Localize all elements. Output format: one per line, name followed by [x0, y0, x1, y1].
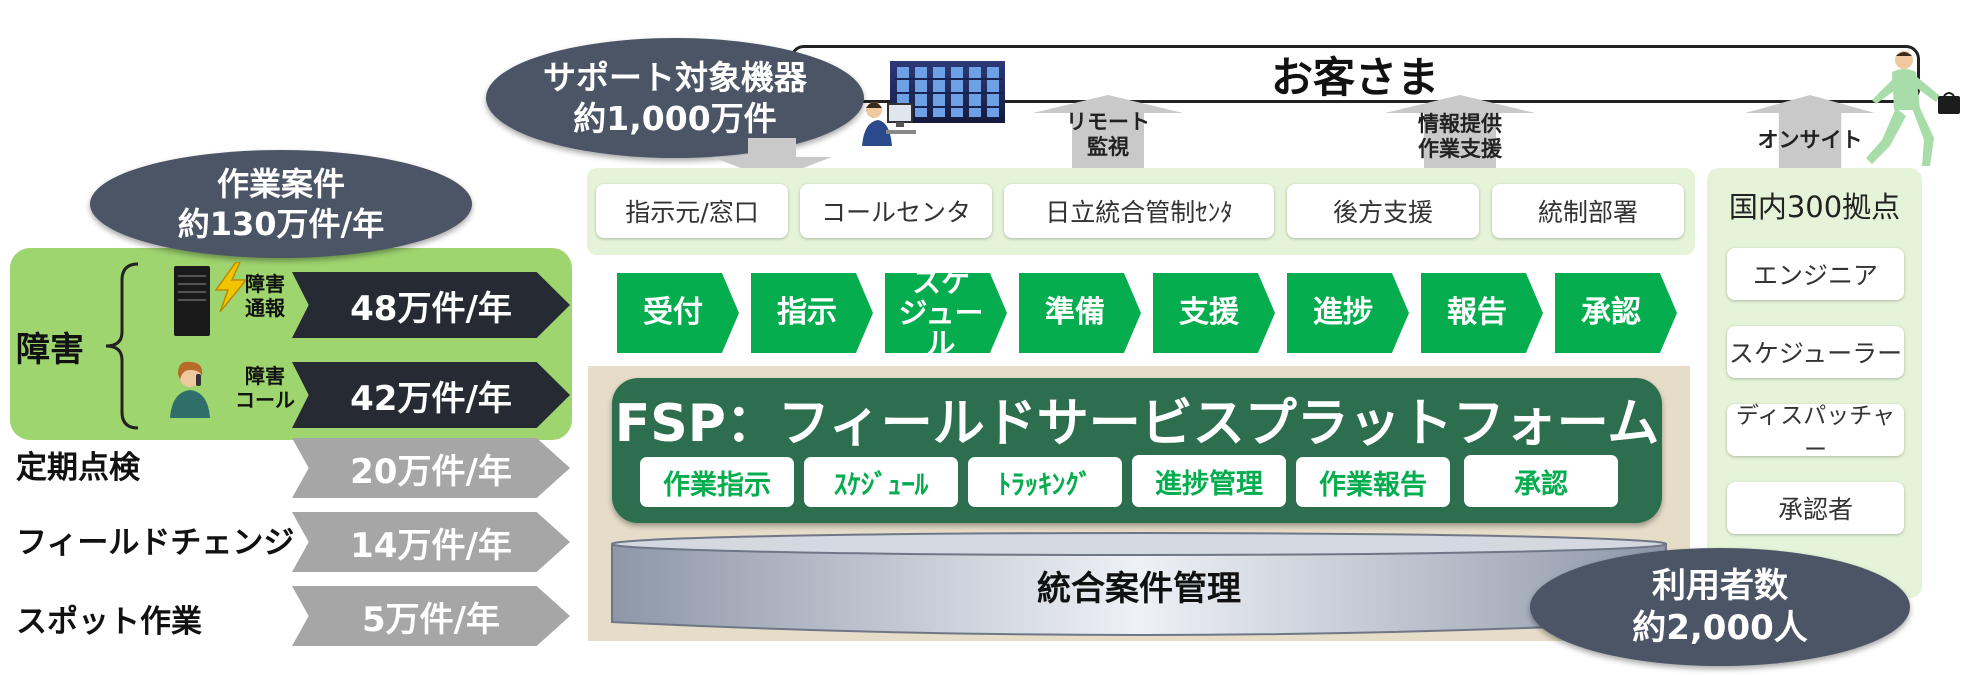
report-label: 障害 通報 [232, 272, 298, 320]
role-dispatcher: ディスパッチャー [1727, 404, 1904, 456]
users-title: 利用者数 [1652, 565, 1788, 608]
module-work-report: 作業報告 [1296, 457, 1450, 507]
row-label-field-change: フィールドチェンジ [16, 517, 294, 562]
step-preparation: 準備 [1019, 273, 1141, 353]
users-ellipse: 利用者数 約2,000人 [1530, 548, 1910, 666]
fsp-title: FSP：フィールドサービスプラットフォーム [612, 386, 1662, 450]
supported-devices-count: 約1,000万件 [573, 98, 776, 139]
step-report: 報告 [1421, 273, 1543, 353]
role-engineer: エンジニア [1727, 248, 1904, 300]
operator-icon [860, 98, 920, 148]
role-scheduler: スケジューラー [1727, 326, 1904, 378]
org-box-call-center: コールセンタ [800, 184, 992, 238]
count-field-change: 14万件/年 [292, 512, 570, 572]
count-failure-call: 42万件/年 [292, 362, 570, 428]
failure-brace [100, 262, 146, 430]
server-icon [170, 264, 214, 338]
count-failure-report: 48万件/年 [292, 272, 570, 338]
step-instruction: 指示 [751, 273, 873, 353]
customer-label: お客さま [1271, 44, 1439, 105]
onsite-label: オンサイト [1745, 128, 1875, 153]
step-reception: 受付 [617, 273, 739, 353]
caller-icon [166, 360, 214, 418]
step-schedule: スケ ジュール [885, 273, 1007, 353]
sites-title: 国内300拠点 [1707, 180, 1922, 230]
step-support: 支援 [1153, 273, 1275, 353]
role-approver: 承認者 [1727, 482, 1904, 534]
step-progress: 進捗 [1287, 273, 1409, 353]
row-label-inspection: 定期点検 [16, 442, 140, 487]
users-count: 約2,000人 [1632, 607, 1808, 650]
engineer-running-icon [1858, 48, 1963, 173]
module-approval: 承認 [1464, 455, 1618, 507]
module-work-instruction: 作業指示 [640, 457, 794, 507]
integrated-label: 統合案件管理 [606, 560, 1672, 610]
work-cases-title: 作業案件 [217, 164, 345, 204]
supported-devices-ellipse: サポート対象機器 約1,000万件 [486, 38, 864, 158]
module-schedule: ｽｹｼﾞｭｰﾙ [804, 457, 958, 507]
count-inspection: 20万件/年 [292, 438, 570, 498]
supported-devices-title: サポート対象機器 [543, 57, 807, 98]
module-tracking: ﾄﾗｯｷﾝｸﾞ [968, 457, 1122, 507]
org-box-backup-support: 後方支援 [1287, 184, 1479, 238]
remote-monitor-label: リモート 監視 [1033, 110, 1183, 160]
org-box-instructor: 指示元/窓口 [596, 184, 788, 238]
failure-label: 障害 [16, 322, 84, 371]
row-label-spot-work: スポット作業 [16, 596, 202, 641]
org-box-control-center: 日立統合管制ｾﾝﾀ [1004, 184, 1274, 238]
work-cases-count: 約130万件/年 [178, 204, 385, 244]
module-progress-mgmt: 進捗管理 [1132, 455, 1286, 507]
count-spot-work: 5万件/年 [292, 586, 570, 646]
call-label: 障害 コール [226, 364, 304, 412]
org-box-control-dept: 統制部署 [1492, 184, 1684, 238]
step-approval: 承認 [1555, 273, 1677, 353]
work-cases-ellipse: 作業案件 約130万件/年 [90, 150, 472, 258]
info-support-label: 情報提供 作業支援 [1385, 112, 1535, 162]
